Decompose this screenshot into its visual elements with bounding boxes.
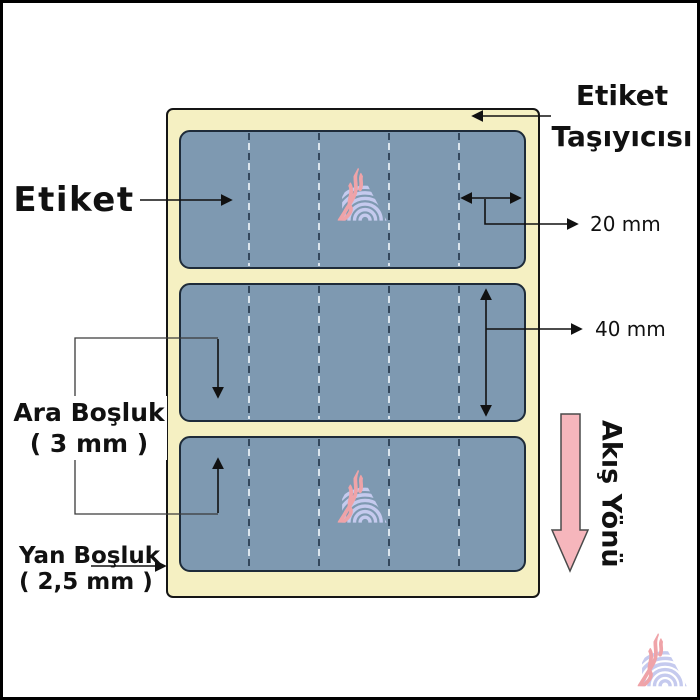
perforation-line	[458, 133, 460, 266]
gap-label-line1: Ara Boşluk	[13, 398, 165, 427]
etiket-label: Etiket	[13, 180, 135, 220]
perforation-line	[248, 133, 250, 266]
perforation-line	[458, 439, 460, 569]
perforation-line	[318, 286, 320, 419]
height-dimension-value: 40 mm	[595, 317, 666, 341]
carrier-label: Etiket Taşıyıcısı	[541, 75, 697, 157]
label-row-3	[179, 436, 526, 572]
perforation-line	[388, 286, 390, 419]
carrier-label-line2: Taşıyıcısı	[551, 120, 693, 153]
brand-logo-watermark	[326, 165, 388, 222]
perforation-line	[318, 439, 320, 569]
flow-direction-label: Akış Yönü	[595, 420, 627, 568]
perforation-line	[248, 286, 250, 419]
gap-label: Ara Boşluk ( 3 mm )	[11, 396, 167, 460]
perforation-line	[388, 133, 390, 266]
side-margin-line1: Yan Boşluk	[19, 543, 161, 569]
label-row-1	[179, 130, 526, 269]
width-dimension-value: 20 mm	[590, 212, 661, 236]
label-row-2	[179, 283, 526, 422]
perforation-line	[318, 133, 320, 266]
brand-logo-watermark	[326, 467, 388, 524]
perforation-line	[388, 439, 390, 569]
gap-label-line2: ( 3 mm )	[29, 429, 149, 458]
perforation-line	[248, 439, 250, 569]
brand-logo	[625, 631, 689, 687]
side-margin-label: Yan Boşluk ( 2,5 mm )	[19, 543, 160, 595]
perforation-line	[458, 286, 460, 419]
side-margin-line2: ( 2,5 mm )	[19, 569, 153, 595]
carrier-label-line1: Etiket	[575, 79, 669, 112]
flow-direction-arrow	[550, 413, 590, 573]
